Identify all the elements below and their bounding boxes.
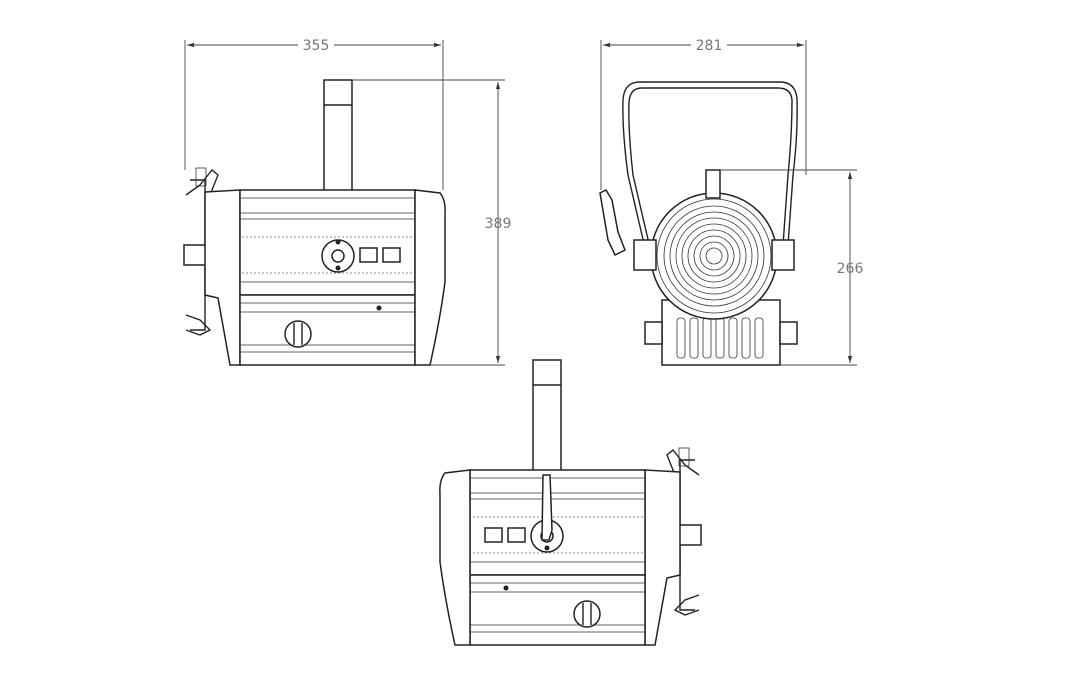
fresnel-lens <box>663 205 765 307</box>
height-dimension-label: 266 <box>837 261 864 277</box>
lock-handle <box>599 189 626 257</box>
height-dimension-label: 389 <box>485 216 512 232</box>
fixture-side-outline <box>183 79 446 366</box>
mirrored-side-view <box>439 359 702 646</box>
width-dimension-label: 355 <box>303 38 330 54</box>
yoke <box>622 81 798 249</box>
side-view: 355 389 <box>183 36 512 366</box>
width-dimension-label: 281 <box>696 38 723 54</box>
tilt-lock-handle <box>541 474 553 541</box>
front-view: 281 266 <box>599 36 864 366</box>
fixture-mirrored-outline <box>439 359 702 646</box>
